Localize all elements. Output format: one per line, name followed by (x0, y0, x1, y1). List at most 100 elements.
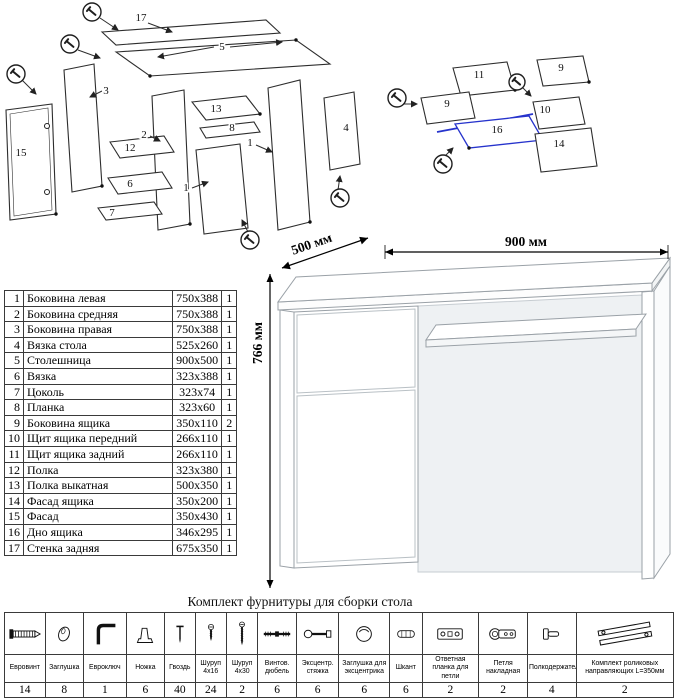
part-num: 1 (4, 290, 24, 307)
dowel-icon (397, 629, 415, 638)
desk-rendering: 766 мм 900 мм 500 мм (250, 230, 672, 588)
keyboard-tray-front (425, 328, 637, 348)
part-qty: 1 (221, 539, 237, 557)
hardware-qty: 2 (575, 681, 675, 698)
back-wall-panel (100, 19, 282, 46)
part-size: 750x388 (171, 305, 223, 323)
hardware-name: Заглушка для эксцентрика (338, 654, 391, 683)
hardware-kit-table: Евровинт Заглушка Евроключ Ножка Гвоздь … (4, 612, 675, 698)
part-qty: 1 (221, 492, 237, 510)
desk-body (276, 256, 672, 580)
part-name: Дно ящика (23, 523, 173, 541)
part-qty: 2 (221, 414, 237, 432)
part-num: 17 (4, 539, 24, 557)
part-size: 750x388 (171, 321, 223, 338)
screw-detail-icon (508, 73, 526, 91)
part-qty: 1 (221, 461, 237, 479)
part-qty: 1 (221, 321, 237, 338)
callout-2: 2 (141, 129, 147, 141)
callout-11: 11 (474, 69, 485, 81)
desktop-panel (114, 39, 332, 77)
shelf-panel (109, 135, 175, 159)
part-name: Боковина ящика (23, 414, 173, 432)
screw-detail-icon (240, 230, 260, 250)
part-callouts: 17 5 3 13 8 12 6 7 15 2 1 1 4 (14, 11, 351, 221)
part-name: Цоколь (23, 383, 173, 401)
cam-bolt-icon (303, 629, 331, 638)
hinge-plate-icon (437, 627, 464, 640)
side-panel-right (267, 79, 311, 231)
screw-detail-icon (82, 2, 102, 22)
hardware-qty: 2 (421, 681, 480, 698)
callout-12: 12 (125, 142, 136, 154)
part-num: 7 (4, 383, 24, 401)
hardware-qty: 8 (44, 681, 85, 698)
hardware-name: Эксцентр. стяжка (295, 654, 340, 683)
part-size: 750x388 (171, 290, 223, 307)
part-callouts: 11 9 9 10 16 14 (443, 61, 567, 152)
screw-detail-icon (6, 64, 26, 84)
desk-brace-panel (323, 91, 361, 171)
hardware-name-row: Евровинт Заглушка Евроключ Ножка Гвоздь … (4, 654, 675, 683)
drawer-facade-panel (534, 127, 598, 173)
part-qty: 1 (221, 523, 237, 541)
part-name: Щит ящика задний (23, 445, 173, 463)
hardware-name: Ножка (125, 654, 166, 683)
hardware-name: Полкодержатель (526, 654, 577, 683)
part-qty: 1 (221, 367, 237, 385)
screw-4x30-icon (239, 621, 246, 645)
right-side-panel-edge (641, 290, 655, 580)
hardware-name: Евроключ (83, 654, 127, 683)
fastener-detail-callouts (6, 2, 350, 250)
part-size: 350x110 (171, 414, 223, 432)
hardware-qty: 4 (526, 681, 577, 698)
screw-detail-icon (60, 34, 80, 54)
part-size: 525x260 (171, 336, 223, 354)
part-num: 2 (4, 305, 24, 323)
part-size: 346x295 (171, 523, 223, 541)
drawer-panels (420, 55, 598, 173)
part-qty: 1 (221, 383, 237, 401)
fastener-points (54, 38, 312, 226)
drawer-side-panel (420, 91, 476, 125)
part-name: Вязка (23, 367, 173, 385)
part-num: 12 (4, 461, 24, 479)
shelf-support-icon (542, 627, 559, 640)
part-qty: 1 (221, 477, 237, 494)
callout-10: 10 (540, 104, 552, 116)
width-dimension-label: 900 мм (505, 234, 547, 249)
exploded-panels (5, 19, 361, 235)
part-qty: 1 (221, 336, 237, 354)
callout-14: 14 (554, 138, 566, 150)
part-num: 11 (4, 445, 24, 463)
part-num: 9 (4, 414, 24, 432)
hardware-name: Винтов. дюбель (257, 654, 297, 683)
part-qty: 1 (221, 305, 237, 323)
part-qty: 1 (221, 290, 237, 307)
fastener-detail-callouts (387, 73, 526, 174)
hardware-qty: 6 (125, 681, 166, 698)
part-num: 8 (4, 399, 24, 416)
hardware-qty: 6 (338, 681, 391, 698)
depth-dimension-arrow: 500 мм (281, 230, 369, 270)
part-qty: 1 (221, 508, 237, 525)
part-size: 900x500 (171, 352, 223, 369)
hardware-icon-row (4, 612, 675, 655)
width-dimension-arrow: 900 мм (384, 234, 669, 259)
depth-dimension-label: 500 мм (289, 230, 334, 258)
desktop-top (276, 257, 672, 303)
strip-panel (199, 121, 261, 139)
hardware-name: Гвоздь (164, 654, 196, 683)
part-name: Вязка стола (23, 336, 173, 354)
callout-3: 3 (103, 85, 109, 97)
part-num: 5 (4, 352, 24, 369)
drawer-front-shield (532, 96, 586, 130)
